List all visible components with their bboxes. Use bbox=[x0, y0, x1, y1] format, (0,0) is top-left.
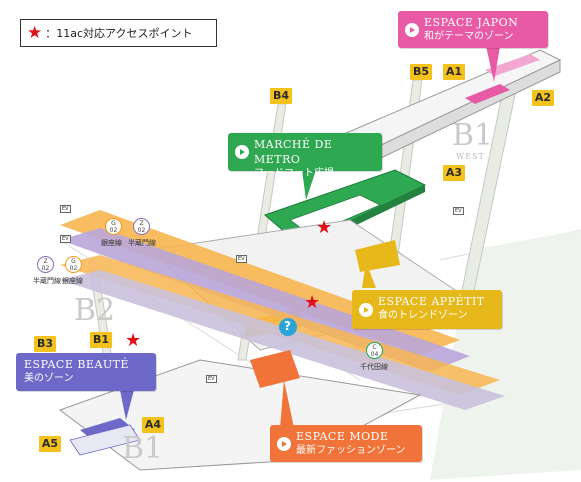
exit-a4[interactable]: A4 bbox=[142, 417, 164, 433]
floor-label-b1-west: B1 bbox=[452, 118, 494, 153]
callout-subtitle: フードコート広場 bbox=[254, 168, 334, 179]
exit-b3[interactable]: B3 bbox=[34, 336, 56, 352]
ginza-line-tag: 銀座線 bbox=[62, 277, 83, 285]
ginza-line-tag: 銀座線 bbox=[101, 239, 122, 247]
exit-b4[interactable]: B4 bbox=[270, 88, 292, 104]
callout-title: MARCHÉ DE METRO bbox=[254, 138, 333, 166]
access-point-star[interactable]: ★ bbox=[304, 292, 321, 313]
espace-mode-zone bbox=[250, 350, 300, 388]
arrow-right-icon bbox=[359, 302, 373, 317]
callout-subtitle: 美のゾーン bbox=[24, 373, 74, 384]
hanzomon-line-band bbox=[60, 228, 470, 372]
callout-subtitle: 食のトレンドゾーン bbox=[378, 310, 468, 321]
star-icon: ★ bbox=[27, 22, 43, 43]
callout-pointers bbox=[120, 46, 500, 428]
hanzomon-line-tag: 半蔵門線 bbox=[128, 239, 156, 247]
legend-text: ：11ac対応アクセスポイント bbox=[45, 27, 193, 40]
chiyoda-line-band bbox=[60, 270, 505, 410]
callout-title: ESPACE BEAUTÉ bbox=[24, 358, 130, 371]
callout-espace-japon[interactable]: ESPACE JAPON 和がテーマのゾーン bbox=[398, 11, 548, 48]
access-point-star[interactable]: ★ bbox=[125, 330, 142, 351]
legend: ★ ：11ac対応アクセスポイント bbox=[20, 19, 217, 47]
exit-b5[interactable]: B5 bbox=[410, 64, 432, 80]
info-mark-label: ? bbox=[284, 319, 291, 333]
callout-espace-mode[interactable]: ESPACE MODE 最新ファッションゾーン bbox=[270, 425, 422, 462]
elevator-icon: EV bbox=[453, 207, 464, 215]
elevator-icon: EV bbox=[236, 255, 247, 263]
exit-b1[interactable]: B1 bbox=[90, 332, 112, 348]
callout-subtitle: 最新ファッションゾーン bbox=[296, 445, 406, 456]
exit-a5[interactable]: A5 bbox=[39, 436, 61, 452]
callout-espace-appetit[interactable]: ESPACE APPÉTIT 食のトレンドゾーン bbox=[352, 290, 502, 329]
info-marker[interactable] bbox=[279, 318, 297, 336]
callout-subtitle: 和がテーマのゾーン bbox=[424, 31, 514, 42]
callout-title: ESPACE JAPON bbox=[424, 16, 519, 29]
floor-label-b1-south: B1 bbox=[122, 431, 164, 466]
callout-title: ESPACE APPÉTIT bbox=[378, 295, 485, 308]
elevator-icon: EV bbox=[206, 375, 217, 383]
arrow-right-icon bbox=[277, 436, 291, 451]
elevator-icon: EV bbox=[60, 205, 71, 213]
callout-marche-de-metro[interactable]: MARCHÉ DE METRO フードコート広場 bbox=[228, 133, 382, 179]
access-point-star[interactable]: ★ bbox=[316, 217, 333, 238]
arrow-right-icon bbox=[235, 145, 249, 159]
callout-title: ESPACE MODE bbox=[296, 430, 389, 443]
exit-a1[interactable]: A1 bbox=[443, 64, 465, 80]
platform-b1-west bbox=[328, 49, 562, 169]
exit-a2[interactable]: A2 bbox=[532, 90, 554, 106]
hanzomon-line-tag: 半蔵門線 bbox=[33, 277, 61, 285]
elevator-icon: EV bbox=[60, 235, 71, 243]
floor-sublabel-west: WEST bbox=[456, 152, 485, 161]
chiyoda-line-tag: 千代田線 bbox=[360, 363, 388, 371]
callout-espace-beaute[interactable]: ESPACE BEAUTÉ 美のゾーン bbox=[16, 353, 156, 391]
floor-label-b2: B2 bbox=[74, 293, 116, 328]
espace-japon-zone bbox=[465, 84, 510, 104]
arrow-right-icon bbox=[405, 22, 419, 37]
exit-a3[interactable]: A3 bbox=[443, 165, 465, 181]
